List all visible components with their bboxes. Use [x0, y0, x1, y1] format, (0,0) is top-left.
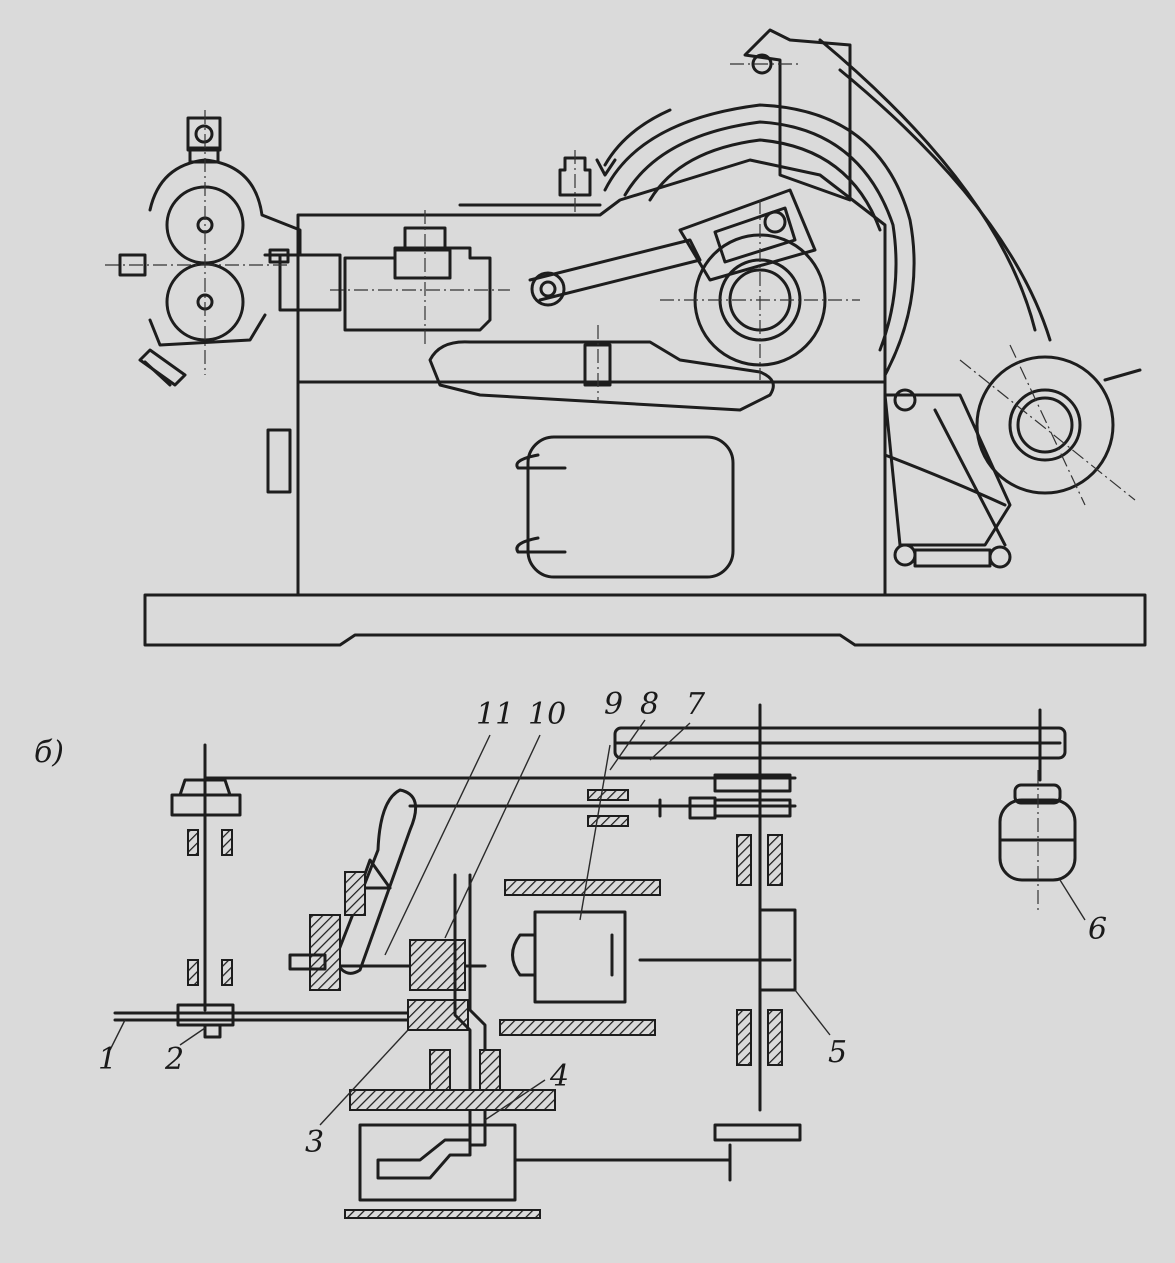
callout-3: 3	[305, 1125, 325, 1160]
belt-upper	[838, 68, 1052, 342]
ram-9	[533, 910, 627, 1004]
callout-9: 9	[604, 687, 624, 722]
callout-6: 6	[1088, 912, 1108, 947]
feed-rolls	[105, 110, 302, 387]
slider-rod-4	[453, 873, 487, 1147]
callout-10: 10	[528, 697, 567, 732]
crank-block	[678, 188, 817, 282]
access-door	[526, 435, 735, 579]
machine-side-view	[105, 28, 1147, 647]
callout-7: 7	[686, 687, 706, 722]
rocker-lever	[333, 788, 418, 975]
flywheel-outer	[603, 103, 916, 377]
oil-cup	[558, 156, 592, 197]
callout-2: 2	[165, 1042, 185, 1077]
rotation-arrow	[603, 108, 672, 167]
machine-base	[143, 593, 1147, 647]
punch-holder	[278, 253, 342, 312]
callout-11: 11	[476, 697, 515, 732]
cam-box	[358, 1123, 517, 1202]
callout-4: 4	[550, 1059, 570, 1094]
ram-slide	[343, 246, 492, 332]
side-lever	[266, 428, 292, 494]
upper-arm	[743, 28, 852, 202]
motor-bracket	[883, 393, 1012, 547]
connecting-rod	[528, 238, 702, 302]
part-b-label: б)	[34, 735, 65, 770]
callout-1: 1	[98, 1042, 118, 1077]
machine-frame	[296, 158, 887, 597]
kinematic-scheme	[109, 703, 1086, 1219]
crankshaft-5	[758, 908, 797, 992]
callout-8: 8	[640, 687, 660, 722]
callout-5: 5	[828, 1035, 848, 1070]
motor-pulley	[975, 355, 1115, 495]
